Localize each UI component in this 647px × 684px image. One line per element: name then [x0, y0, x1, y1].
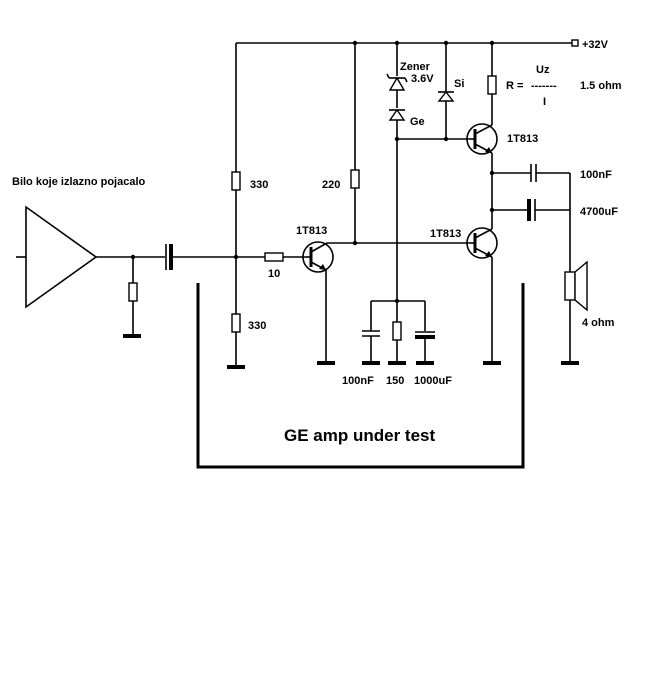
zener-value-label: 3.6V — [411, 73, 434, 85]
c-output-label: 4700uF — [580, 206, 618, 218]
ground-symbol — [388, 361, 406, 365]
test-box-outline — [196, 283, 525, 469]
q-driver-label: 1T813 — [296, 225, 327, 237]
ge-diode — [388, 108, 406, 301]
source-stage-label: Bilo koje izlazno pojacalo — [12, 176, 146, 188]
reference-network — [362, 298, 435, 365]
r-collector-220 — [350, 169, 360, 189]
lower-output-transistor — [466, 227, 501, 365]
r-series-10 — [264, 252, 284, 262]
driver-transistor — [302, 241, 355, 365]
zener-diode — [386, 43, 408, 108]
r-series-label: 10 — [268, 268, 280, 280]
input-coupling-capacitor — [165, 244, 265, 270]
zener-name-label: Zener — [400, 61, 431, 73]
bias-divider — [227, 43, 245, 369]
formula-numerator: Uz — [536, 64, 550, 76]
speaker-label: 4 ohm — [582, 317, 615, 329]
ground-symbol — [561, 361, 579, 365]
formula-denominator: I — [543, 96, 546, 108]
si-diode — [437, 43, 455, 139]
r-ref-label: 150 — [386, 375, 404, 387]
c-ref-label: 100nF — [342, 375, 374, 387]
r-bias-bottom-label: 330 — [248, 320, 266, 332]
ground-symbol — [362, 361, 380, 365]
r-bias-top-label: 330 — [250, 179, 268, 191]
upper-output-transistor — [466, 123, 498, 155]
ground-symbol — [123, 334, 141, 338]
ground-symbol — [416, 361, 434, 365]
formula-dashes: ------- — [531, 80, 557, 92]
speaker-symbol — [564, 260, 588, 312]
c-ref-elec-label: 1000uF — [414, 375, 452, 387]
q-upper-label: 1T813 — [507, 133, 538, 145]
q-lower-label: 1T813 — [430, 228, 461, 240]
formula-lhs: R = — [506, 80, 523, 92]
box-title: GE amp under test — [284, 426, 435, 445]
ground-symbol — [483, 361, 501, 365]
supply-label: +32V — [582, 39, 609, 51]
supply-terminal — [571, 39, 579, 47]
ground-symbol — [317, 361, 335, 365]
diode-si-label: Si — [454, 78, 464, 90]
ground-symbol — [227, 365, 245, 369]
r-sense-value-label: 1.5 ohm — [580, 80, 622, 92]
r-collector-label: 220 — [322, 179, 340, 191]
c-coupling-label: 100nF — [580, 169, 612, 181]
diode-ge-label: Ge — [410, 116, 425, 128]
r-sense — [487, 75, 497, 95]
source-amplifier-symbol — [16, 205, 165, 338]
